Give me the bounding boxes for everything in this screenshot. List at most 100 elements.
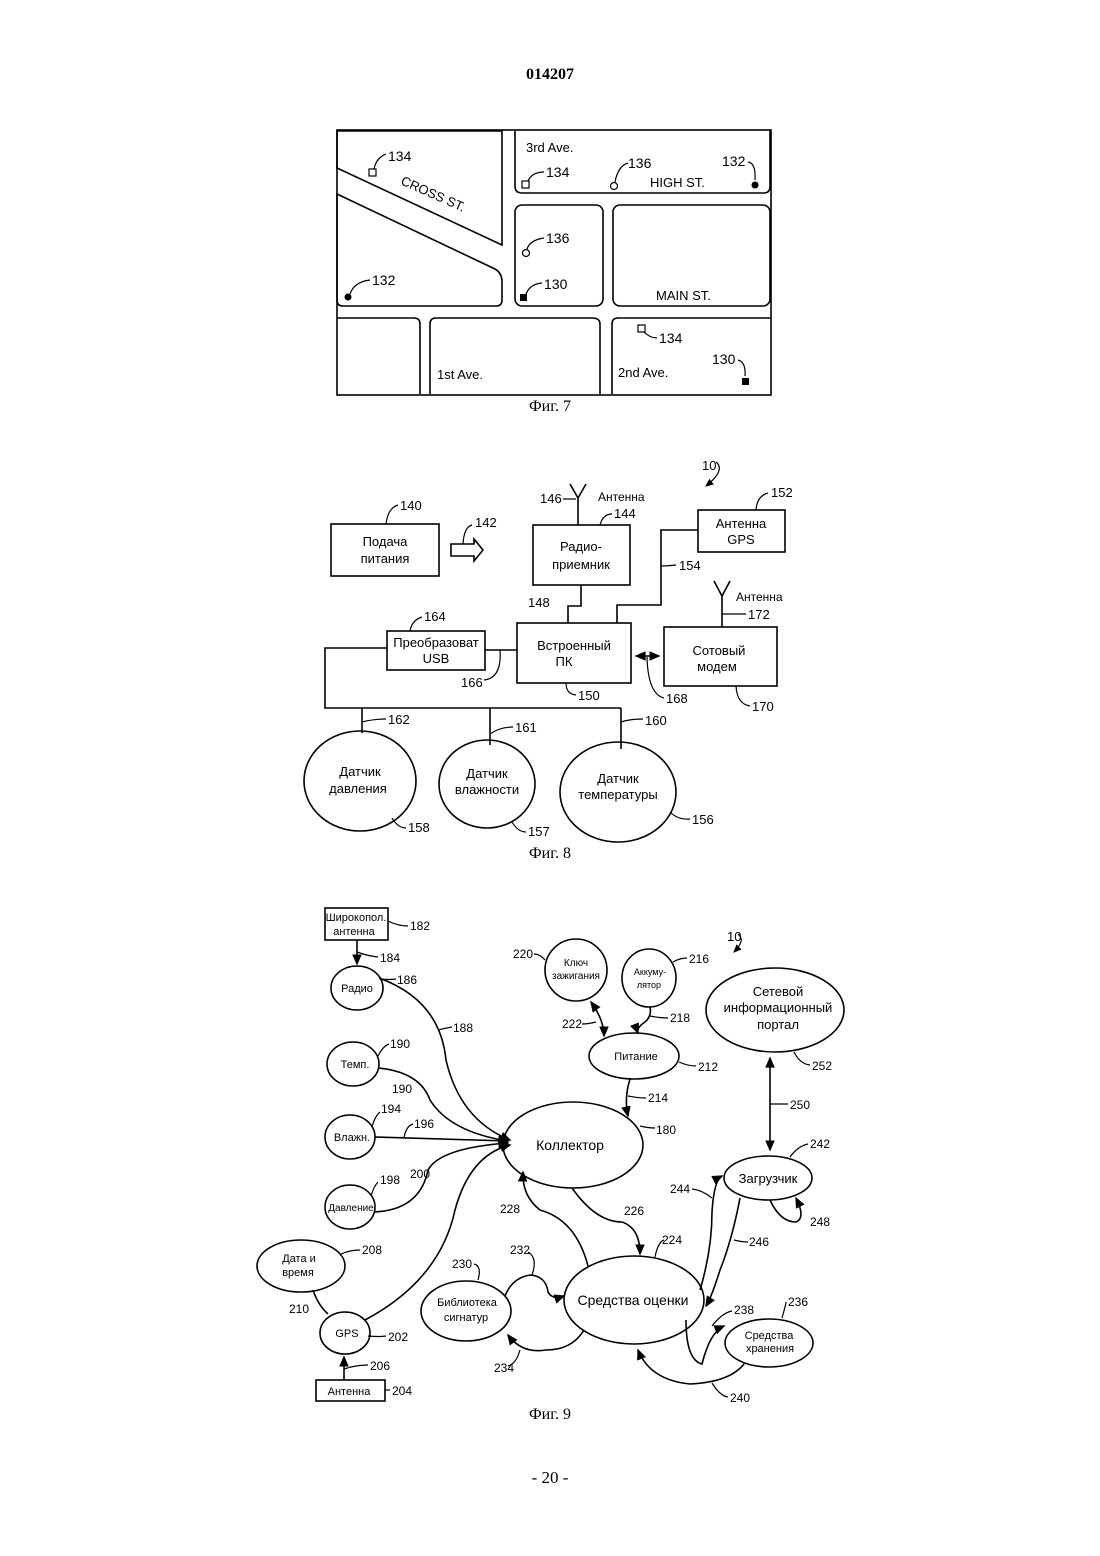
collector-evaluation-flow bbox=[572, 1188, 640, 1254]
leader-180 bbox=[640, 1126, 655, 1128]
datetime-node bbox=[257, 1240, 345, 1292]
ref-234: 234 bbox=[494, 1361, 514, 1375]
ref-222: 222 bbox=[562, 1017, 582, 1031]
library-evaluation-flow bbox=[505, 1275, 564, 1297]
datetime-gps-link bbox=[313, 1290, 328, 1314]
ref-198: 198 bbox=[380, 1173, 400, 1187]
leader-182 bbox=[388, 921, 408, 926]
leader-244 bbox=[692, 1189, 712, 1198]
leader-252 bbox=[794, 1052, 810, 1065]
loader-evaluation-flow bbox=[706, 1198, 740, 1306]
ignition-node bbox=[545, 939, 607, 1001]
ref-194: 194 bbox=[381, 1102, 401, 1116]
ignition-l1: Ключ bbox=[564, 958, 588, 969]
pressure-node-label: Давление bbox=[328, 1203, 374, 1214]
leader-238 bbox=[712, 1311, 732, 1326]
ref-224: 224 bbox=[662, 1233, 682, 1247]
portal-l3: портал bbox=[757, 1017, 799, 1032]
ref-186: 186 bbox=[397, 973, 417, 987]
humidity-node-label: Влажн. bbox=[334, 1132, 370, 1144]
storage-l2: хранения bbox=[746, 1343, 794, 1355]
leader-190a bbox=[378, 1044, 389, 1056]
ref-210: 210 bbox=[289, 1302, 309, 1316]
leader-214 bbox=[628, 1096, 646, 1098]
leader-222 bbox=[582, 1022, 596, 1024]
leader-236 bbox=[782, 1302, 786, 1318]
ref-250: 250 bbox=[790, 1098, 810, 1112]
leader-202 bbox=[368, 1336, 386, 1337]
ref-212: 212 bbox=[698, 1060, 718, 1074]
datetime-l1: Дата и bbox=[282, 1253, 316, 1265]
leader-212 bbox=[679, 1062, 696, 1066]
ref-228: 228 bbox=[500, 1202, 520, 1216]
leader-208 bbox=[341, 1250, 360, 1254]
loader-self-loop bbox=[770, 1198, 801, 1222]
ref-214: 214 bbox=[648, 1091, 668, 1105]
ref-182: 182 bbox=[410, 919, 430, 933]
library-node bbox=[421, 1281, 511, 1341]
ref-208: 208 bbox=[362, 1243, 382, 1257]
gps-antenna-label: Антенна bbox=[328, 1386, 372, 1398]
ref-240: 240 bbox=[730, 1391, 750, 1405]
ref-246: 246 bbox=[749, 1235, 769, 1249]
fig9-ref-system: 10 bbox=[727, 929, 741, 944]
datetime-l2: время bbox=[282, 1267, 314, 1279]
ref-196: 196 bbox=[414, 1117, 434, 1131]
temp-node-label: Темп. bbox=[341, 1059, 370, 1071]
leader-198 bbox=[371, 1182, 378, 1196]
evaluation-library-flow bbox=[508, 1330, 584, 1351]
ref-232: 232 bbox=[510, 1243, 530, 1257]
ref-184: 184 bbox=[380, 951, 400, 965]
broadband-l2: антенна bbox=[333, 926, 375, 938]
collector-label: Коллектор bbox=[536, 1137, 604, 1153]
ref-220: 220 bbox=[513, 947, 533, 961]
power-collector-flow bbox=[626, 1079, 630, 1116]
gps-collector-flow bbox=[365, 1145, 510, 1320]
leader-218 bbox=[650, 1016, 668, 1018]
loader-label: Загрузчик bbox=[739, 1171, 798, 1186]
leader-240 bbox=[712, 1383, 728, 1397]
library-l1: Библиотека bbox=[437, 1297, 498, 1309]
leader-216 bbox=[673, 958, 687, 962]
evaluation-label: Средства оценки bbox=[577, 1292, 688, 1308]
ref-252: 252 bbox=[812, 1059, 832, 1073]
ignition-l2: зажигания bbox=[552, 971, 600, 982]
ref-248: 248 bbox=[810, 1215, 830, 1229]
battery-l2: лятор bbox=[637, 980, 661, 990]
ref-200: 200 bbox=[410, 1167, 430, 1181]
leader-230 bbox=[474, 1264, 479, 1280]
portal-l2: информационный bbox=[724, 1000, 833, 1015]
power-node-label: Питание bbox=[614, 1051, 657, 1063]
ref-188: 188 bbox=[453, 1021, 473, 1035]
ref-204: 204 bbox=[392, 1384, 412, 1398]
ref-238: 238 bbox=[734, 1303, 754, 1317]
library-l2: сигнатур bbox=[444, 1312, 488, 1324]
leader-246 bbox=[734, 1240, 748, 1242]
ref-190b: 190 bbox=[392, 1082, 412, 1096]
ref-244: 244 bbox=[670, 1182, 690, 1196]
ref-226: 226 bbox=[624, 1204, 644, 1218]
radio-node-label: Радио bbox=[341, 983, 373, 995]
battery-l1: Аккуму- bbox=[634, 967, 666, 977]
leader-194 bbox=[372, 1112, 380, 1127]
ref-190a: 190 bbox=[390, 1037, 410, 1051]
leader-220 bbox=[534, 954, 545, 960]
battery-node bbox=[622, 949, 676, 1007]
ref-206: 206 bbox=[370, 1359, 390, 1373]
ignition-power-flow bbox=[591, 1002, 604, 1036]
ref-216: 216 bbox=[689, 952, 709, 966]
ref-230: 230 bbox=[452, 1257, 472, 1271]
figure-9-caption: Фиг. 9 bbox=[0, 1406, 1100, 1424]
portal-l1: Сетевой bbox=[753, 984, 803, 999]
battery-power-flow bbox=[638, 1007, 651, 1033]
evaluation-storage-flow bbox=[686, 1320, 724, 1364]
ref-180: 180 bbox=[656, 1123, 676, 1137]
ref-236: 236 bbox=[788, 1295, 808, 1309]
ref-218: 218 bbox=[670, 1011, 690, 1025]
ref-202: 202 bbox=[388, 1330, 408, 1344]
page-number: - 20 - bbox=[0, 1468, 1100, 1488]
leader-188 bbox=[438, 1027, 452, 1030]
leader-196 bbox=[404, 1124, 413, 1138]
